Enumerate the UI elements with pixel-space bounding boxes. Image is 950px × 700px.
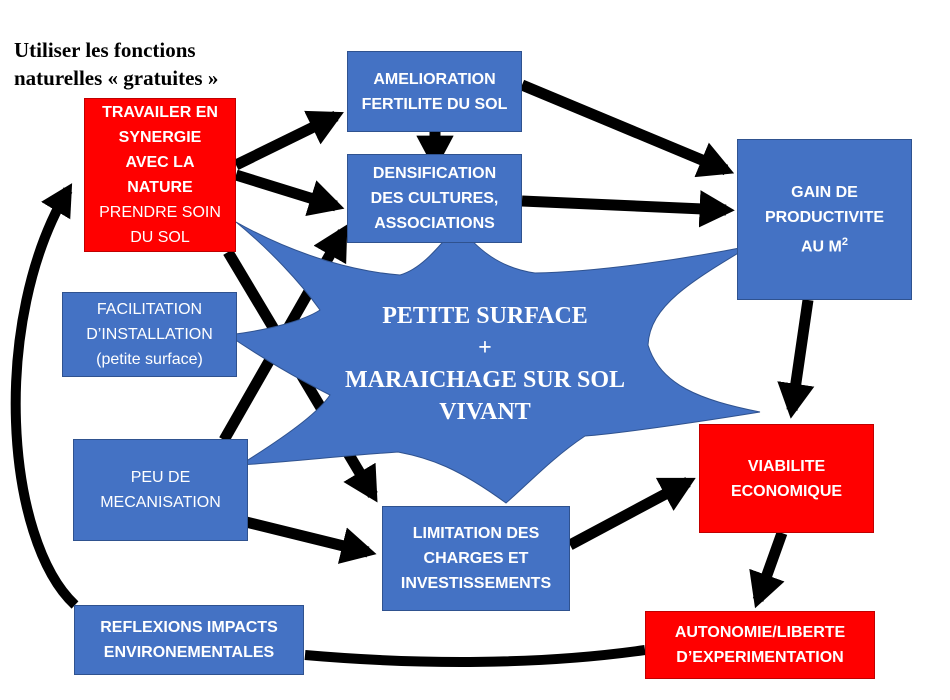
box-line: CHARGES ET bbox=[423, 550, 529, 567]
arrow-autonomie-to-reflexions bbox=[304, 645, 646, 667]
diagram-title: Utiliser les fonctions naturelles « grat… bbox=[14, 36, 314, 92]
box-line: D’EXPERIMENTATION bbox=[676, 649, 844, 666]
box-autonomie-liberte: AUTONOMIE/LIBERTE D’EXPERIMENTATION bbox=[645, 611, 875, 679]
box-gain-productivite: GAIN DE PRODUCTIVITE AU M2 bbox=[737, 139, 912, 300]
box-line: ASSOCIATIONS bbox=[374, 215, 495, 232]
box-line: PRENDRE SOIN bbox=[99, 204, 221, 221]
box-line: SYNERGIE bbox=[118, 129, 202, 146]
arrow-peu-to-limitation bbox=[244, 516, 377, 564]
box-viabilite-economique: VIABILITE ECONOMIQUE bbox=[699, 424, 874, 533]
box-line: D’INSTALLATION bbox=[86, 326, 213, 343]
box-line: NATURE bbox=[127, 179, 193, 196]
center-line-4: VIVANT bbox=[439, 399, 531, 425]
box-peu-mecanisation: PEU DE MECANISATION bbox=[73, 439, 248, 541]
box-line: AVEC LA bbox=[125, 154, 195, 171]
title-line-1: Utiliser les fonctions bbox=[14, 38, 196, 62]
box-line: INVESTISSEMENTS bbox=[400, 575, 552, 592]
box-line: TRAVAILER EN bbox=[102, 104, 218, 121]
arrow-travailler-to-amelioration bbox=[233, 110, 344, 170]
center-line-3: MARAICHAGE SUR SOL bbox=[344, 367, 626, 393]
box-line: DU SOL bbox=[130, 229, 190, 246]
arrow-viabilite-to-autonomie bbox=[749, 531, 788, 609]
box-line: GAIN DE bbox=[791, 183, 858, 201]
box-line: DENSIFICATION bbox=[372, 165, 497, 182]
center-line-2: + bbox=[478, 335, 492, 361]
box-line: FACILITATION bbox=[96, 301, 203, 318]
box-line: AUTONOMIE/LIBERTE bbox=[674, 624, 846, 641]
box-line: VIABILITE bbox=[747, 457, 826, 475]
box-reflexions-impacts: REFLEXIONS IMPACTS ENVIRONEMENTALES bbox=[74, 605, 304, 675]
central-star-shape bbox=[226, 221, 761, 504]
box-line: MECANISATION bbox=[100, 494, 221, 511]
box-densification-cultures: DENSIFICATION DES CULTURES, ASSOCIATIONS bbox=[347, 154, 522, 243]
unit-superscript: 2 bbox=[841, 235, 848, 248]
center-line-1: PETITE SURFACE bbox=[382, 303, 588, 329]
arrow-amelioration-to-gain bbox=[519, 79, 735, 178]
box-facilitation-installation: FACILITATION D’INSTALLATION (petite surf… bbox=[62, 292, 237, 377]
arrow-limitation-to-viabilite bbox=[567, 477, 696, 550]
box-line: ENVIRONEMENTALES bbox=[103, 644, 275, 661]
unit-text: AU M bbox=[800, 238, 842, 256]
central-star-label: PETITE SURFACE + MARAICHAGE SUR SOL VIVA… bbox=[260, 300, 710, 428]
box-line: AU M2 bbox=[801, 230, 848, 259]
arrow-travailler-to-densification bbox=[234, 169, 345, 217]
box-limitation-charges: LIMITATION DES CHARGES ET INVESTISSEMENT… bbox=[382, 506, 570, 611]
title-line-2: naturelles « gratuites » bbox=[14, 66, 219, 90]
box-line: PEU DE bbox=[130, 469, 191, 486]
box-line: PRODUCTIVITE bbox=[764, 208, 885, 226]
box-line: (petite surface) bbox=[96, 351, 203, 368]
arrows-front bbox=[10, 79, 815, 667]
box-line: FERTILITE DU SOL bbox=[361, 95, 508, 113]
box-line: LIMITATION DES bbox=[412, 525, 540, 542]
arrow-reflexions-to-travailler bbox=[10, 183, 79, 609]
box-line: AMELIORATION bbox=[373, 70, 496, 88]
box-line: DES CULTURES, bbox=[370, 190, 499, 207]
box-amelioration-fertilite: AMELIORATION FERTILITE DU SOL bbox=[347, 51, 522, 132]
arrow-gain-to-viabilite bbox=[777, 299, 815, 419]
box-line: REFLEXIONS IMPACTS bbox=[100, 619, 278, 636]
box-line: ECONOMIQUE bbox=[730, 482, 843, 500]
box-travailler-synergie: TRAVAILER EN SYNERGIE AVEC LA NATURE PRE… bbox=[84, 98, 236, 252]
arrow-densification-to-gain bbox=[521, 190, 735, 228]
